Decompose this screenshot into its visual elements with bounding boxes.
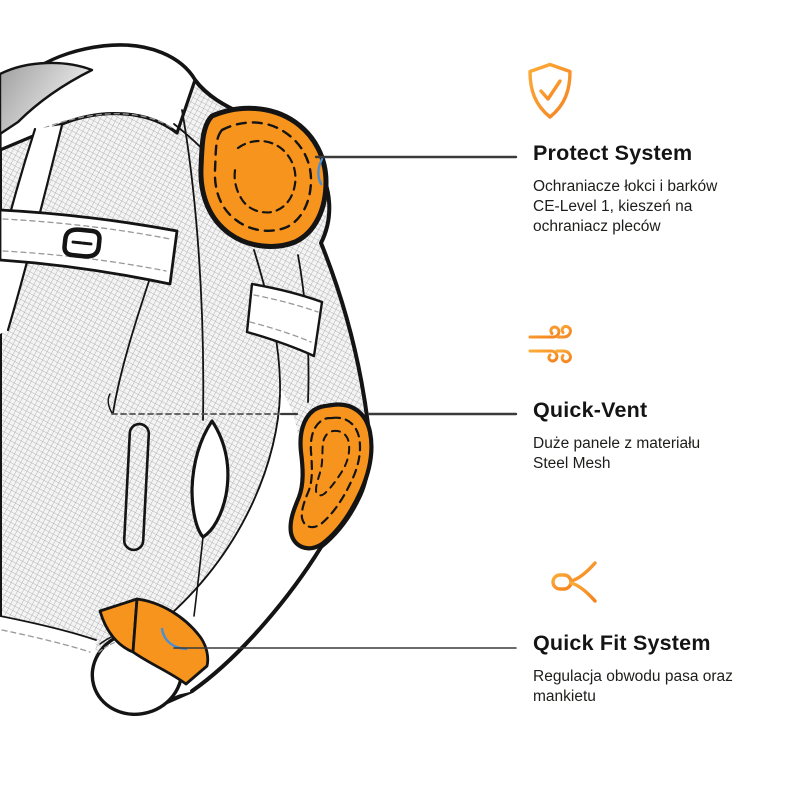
seam-vent-lower	[193, 536, 204, 617]
feature-title: Protect System	[533, 141, 693, 165]
feature-title: Quick Fit System	[533, 631, 711, 655]
elbow-protector-highlight	[288, 402, 374, 551]
hem-band	[0, 616, 96, 680]
seam-armhole-lower	[161, 394, 281, 623]
shield-check-icon	[528, 62, 572, 119]
hem-top-edge	[0, 615, 97, 641]
cuff-strap-highlight	[98, 597, 210, 686]
shoulder-pointer-blue	[317, 157, 324, 186]
pocket-zip	[122, 422, 151, 552]
brand-logo	[62, 227, 102, 259]
chest-band-stitch-top	[2, 218, 171, 240]
collar-inner-shading	[0, 61, 94, 136]
feature-description: Duże panele z materiału Steel Mesh	[533, 435, 701, 472]
feature-quick-fit-system: Quick Fit System Regulacja obwodu pasa o…	[527, 556, 789, 707]
hem-stitch	[1, 629, 91, 653]
sleeve-stripe	[245, 282, 324, 358]
feature-description: Ochraniacze łokci i barków CE-Level 1, k…	[533, 178, 718, 235]
seam-side	[112, 271, 153, 414]
feature-protect-system: Protect System Ochraniacze łokci i barkó…	[527, 62, 789, 237]
sleeve-lower-edge	[190, 545, 323, 693]
feature-description: Regulacja obwodu pasa oraz mankietu	[533, 668, 733, 705]
connector-lines	[111, 155, 518, 649]
sleeve-stripe-stitch-bottom	[249, 321, 312, 343]
shoulder-protector-highlight	[198, 105, 329, 249]
feature-title: Quick-Vent	[533, 398, 648, 422]
seam-chest	[181, 109, 205, 421]
feature-quick-vent: Quick-Vent Duże panele z materiału Steel…	[527, 321, 789, 474]
wind-icon	[528, 325, 578, 364]
collar-stitch	[43, 113, 173, 129]
drawstring-toggle-icon	[527, 561, 597, 603]
underarm-panel	[150, 390, 321, 700]
vent-pointer-hook	[107, 393, 113, 414]
